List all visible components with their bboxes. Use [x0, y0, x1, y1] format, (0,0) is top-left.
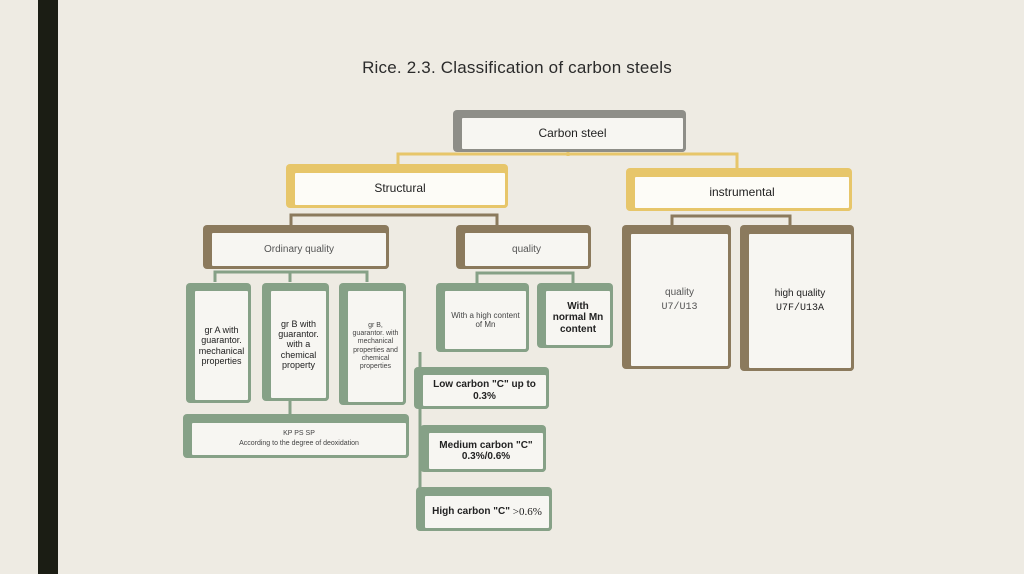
node-structural-label: Structural	[292, 170, 508, 208]
connector-instrumental	[670, 214, 792, 226]
node-high-carbon: High carbon "C" >0.6%	[416, 487, 552, 531]
node-high-quality: high quality U7F/U13A	[740, 225, 854, 371]
node-low-carbon: Low carbon "C" up to 0.3%	[414, 367, 549, 409]
node-gr-b: gr B with guarantor. with a chemical pro…	[262, 283, 329, 401]
node-quality-u7-line2: U7/U13	[661, 302, 698, 313]
node-quality-label: quality	[462, 230, 591, 269]
node-deoxidation-line1: KP PS SP	[283, 429, 315, 437]
node-quality: quality	[456, 225, 591, 269]
node-gr-a: gr A with guarantor. mechanical properti…	[186, 283, 251, 403]
node-ordinary-quality-label: Ordinary quality	[209, 230, 389, 269]
diagram-title: Rice. 2.3. Classification of carbon stee…	[362, 58, 672, 77]
node-high-mn-label: With a high content of Mn	[442, 288, 529, 352]
node-ordinary-quality: Ordinary quality	[203, 225, 389, 269]
node-instrumental-label: instrumental	[632, 174, 852, 211]
node-normal-mn: With normal Mn content	[537, 283, 613, 348]
node-gr-a-label: gr A with guarantor. mechanical properti…	[192, 288, 251, 403]
node-normal-mn-label: With normal Mn content	[543, 288, 613, 348]
node-gr-v-label: gr B, guarantor. with mechanical propert…	[345, 288, 406, 405]
node-deoxidation-line2: According to the degree of deoxidation	[239, 440, 359, 447]
node-medium-carbon: Medium carbon "C" 0.3%/0.6%	[420, 425, 546, 472]
node-deoxidation: KP PS SP According to the degree of deox…	[183, 414, 409, 458]
connector-structural	[289, 213, 499, 225]
node-high-carbon-value: >0.6%	[512, 505, 542, 518]
node-low-carbon-label: Low carbon "C" up to 0.3%	[420, 372, 549, 409]
connector-quality	[475, 271, 575, 283]
node-high-carbon-text: High carbon "C"	[432, 506, 513, 518]
node-carbon-steel: Carbon steel	[453, 110, 686, 152]
node-quality-u7: quality U7/U13	[622, 225, 731, 369]
node-carbon-steel-label: Carbon steel	[459, 115, 686, 152]
node-medium-carbon-label: Medium carbon "C" 0.3%/0.6%	[426, 430, 546, 472]
node-high-quality-line2: U7F/U13A	[775, 303, 824, 314]
node-instrumental: instrumental	[626, 168, 852, 211]
node-high-quality-line1: high quality	[774, 287, 826, 299]
node-high-mn: With a high content of Mn	[436, 283, 529, 352]
node-gr-v: gr B, guarantor. with mechanical propert…	[339, 283, 406, 405]
node-structural: Structural	[286, 164, 508, 208]
node-gr-b-label: gr B with guarantor. with a chemical pro…	[268, 288, 329, 401]
left-edge-bar	[38, 0, 58, 574]
node-quality-u7-line1: quality	[665, 286, 694, 298]
